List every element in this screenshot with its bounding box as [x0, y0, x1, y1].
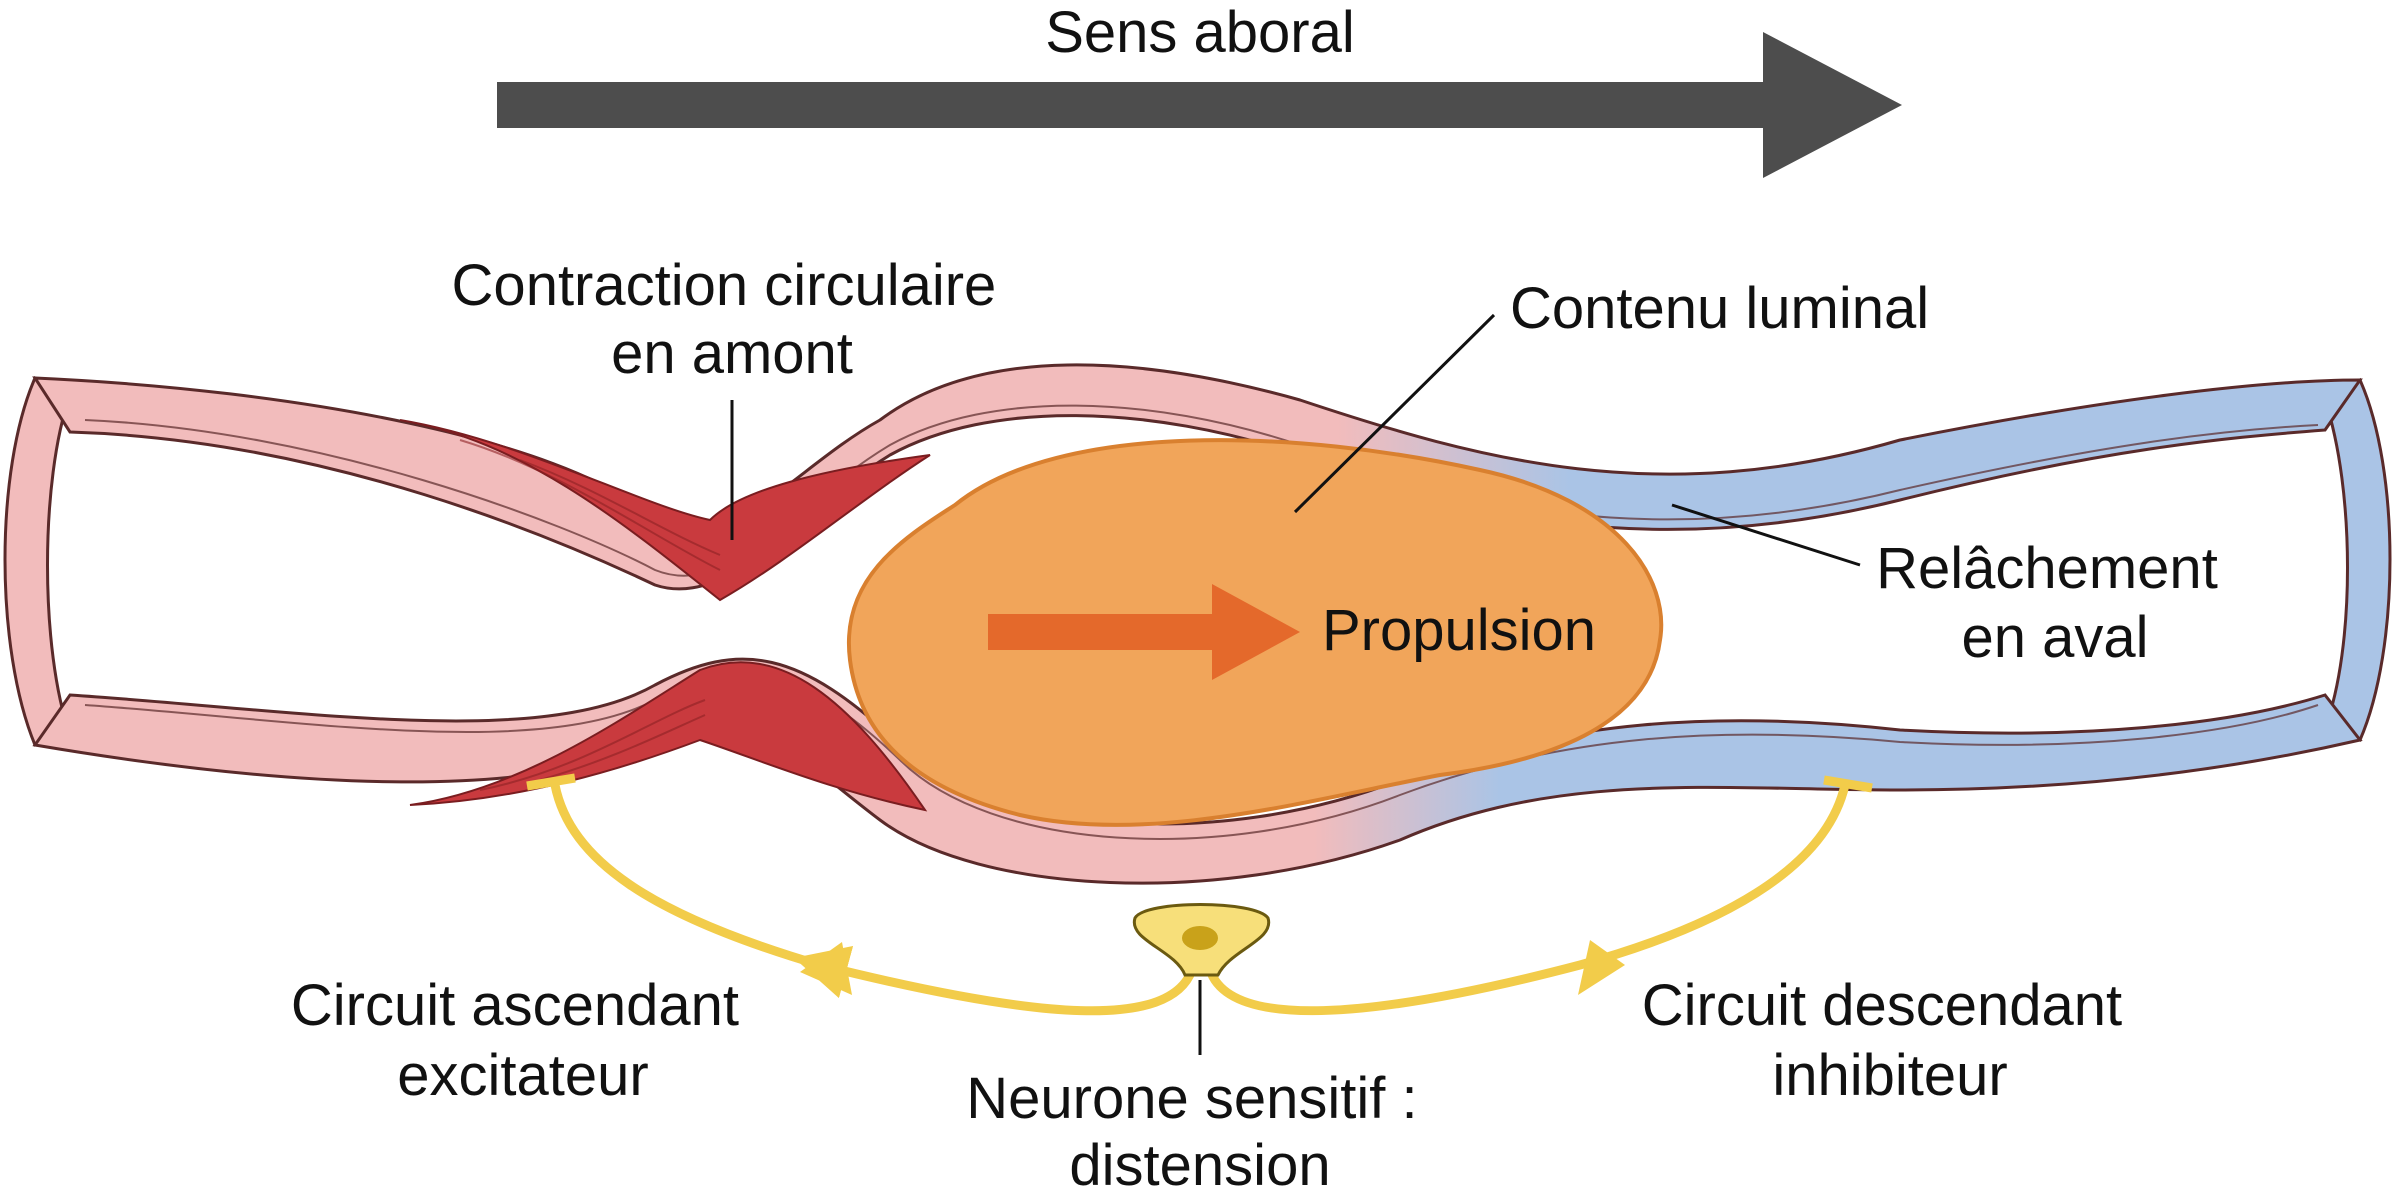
direction-arrow-shaft — [497, 82, 1787, 128]
sensory-neuron-label: Neurone sensitif : distension — [966, 1066, 1433, 1194]
downstream-relaxation-line1: Relâchement — [1876, 536, 2218, 601]
neural-circuits — [526, 773, 1873, 1016]
muscle-fiber-lines — [459, 439, 721, 791]
top-inner-lining — [84, 404, 2319, 577]
propulsion-label: Propulsion — [1322, 598, 1596, 663]
upstream-contraction-muscle — [399, 419, 931, 812]
direction-label: Sens aboral — [1045, 0, 1355, 65]
gut-left-end — [3, 375, 72, 747]
leader-luminal-content — [1293, 313, 1496, 514]
aboral-direction-arrow — [497, 32, 1902, 178]
luminal-content-label: Contenu luminal — [1510, 276, 1929, 341]
sensory-neuron-line2: distension — [1069, 1133, 1330, 1194]
ascending-circuit-line1: Circuit ascendant — [291, 973, 739, 1038]
descending-circuit-path — [1205, 783, 1850, 1016]
ascending-circuit-label: Circuit ascendant excitateur — [291, 973, 755, 1108]
ascending-circuit-arrowhead — [800, 942, 852, 995]
leader-relaxation — [1671, 503, 1861, 567]
downstream-relaxation-line2: en aval — [1961, 605, 2148, 670]
descending-synapse-bar — [1823, 775, 1873, 793]
descending-circuit-label: Circuit descendant inhibiteur — [1642, 973, 2139, 1108]
propulsion-arrow-head — [1212, 584, 1300, 680]
gut-right-end — [2323, 377, 2392, 742]
downstream-relaxation-label: Relâchement en aval — [1876, 536, 2234, 670]
ascending-circuit-line2: excitateur — [397, 1043, 648, 1108]
upstream-contraction-line1: Contraction circulaire — [452, 253, 997, 318]
sensory-neuron-nucleus — [1182, 926, 1218, 950]
descending-circuit-arrowhead — [1578, 940, 1625, 995]
sensory-neuron-line1: Neurone sensitif : — [966, 1066, 1417, 1131]
upstream-contraction-line2: en amont — [611, 321, 853, 386]
descending-circuit-line2: inhibiteur — [1772, 1043, 2007, 1108]
propulsion-arrow — [988, 584, 1300, 680]
bottom-inner-lining — [84, 673, 2319, 840]
upstream-contraction-label: Contraction circulaire en amont — [452, 253, 1013, 386]
descending-circuit-line1: Circuit descendant — [1642, 973, 2122, 1038]
propulsion-arrow-shaft — [988, 614, 1218, 650]
gut-wall — [3, 363, 2392, 885]
ascending-synapse-bar — [526, 773, 576, 791]
direction-arrow-head — [1763, 32, 1902, 178]
